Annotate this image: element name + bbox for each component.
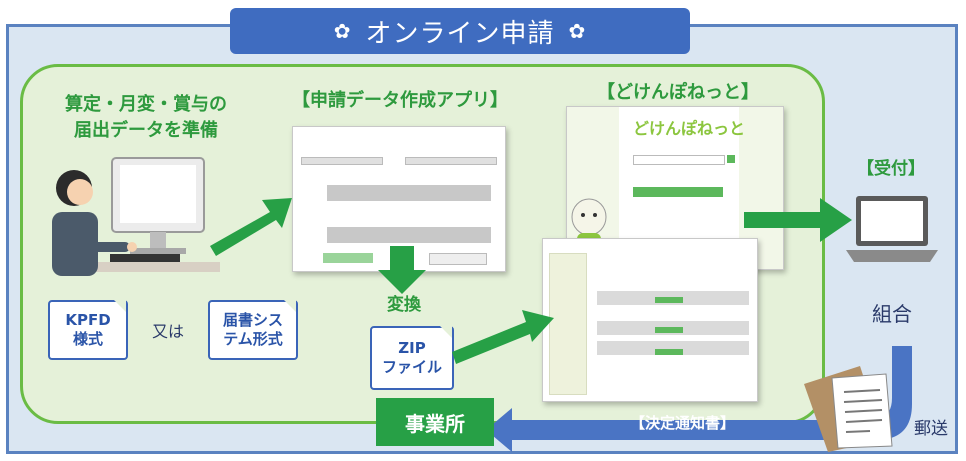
union-label: 組合 — [872, 302, 912, 326]
arrow-to-app — [210, 198, 292, 256]
or-label: 又は — [152, 322, 185, 341]
arrow-to-reception — [744, 198, 852, 242]
office-box: 事業所 — [376, 398, 494, 446]
flower-icon: ✿ — [333, 19, 352, 43]
app-dropzone — [327, 227, 491, 243]
dokenpo-logo: どけんぽねっと — [633, 119, 746, 138]
flower-icon: ✿ — [568, 19, 587, 43]
arrow-down-convert — [378, 246, 426, 294]
doc-fold-corner — [114, 300, 126, 312]
prep-title: 算定・月変・賞与の 届出データを準備 — [46, 92, 246, 144]
dokenpo-form-screenshot — [542, 238, 758, 402]
mail-label: 郵送 — [914, 419, 948, 439]
title-banner: ✿ オンライン申請 ✿ — [230, 8, 690, 54]
login-field-button — [727, 155, 735, 163]
envelope-icon — [804, 366, 893, 452]
doc-fold-corner — [284, 300, 296, 312]
laptop-icon — [846, 196, 938, 262]
login-button — [633, 187, 723, 197]
app-button — [429, 253, 487, 265]
arrow-to-dokenpo — [452, 310, 554, 364]
arrow-return-blue — [486, 346, 912, 452]
login-field — [633, 155, 725, 165]
form-sidebar — [549, 253, 587, 395]
prep-title-line2: 届出データを準備 — [74, 120, 218, 141]
zip-label-line2: ファイル — [381, 358, 442, 376]
form-button — [655, 349, 683, 355]
todokesho-system-doc: 届書システム形式 — [208, 300, 298, 360]
app-dropzone — [327, 185, 491, 201]
kpfd-label-line2: 様式 — [72, 330, 103, 348]
doc-fold-corner — [440, 326, 452, 338]
banner-title: オンライン申請 — [365, 18, 555, 49]
app-title: 【申請データ作成アプリ】 — [292, 90, 508, 111]
app-field — [301, 157, 383, 165]
zip-label-line1: ZIP — [398, 339, 426, 357]
decision-notice-label: 【決定通知書】 — [630, 414, 736, 432]
person-at-computer-illustration — [52, 157, 220, 276]
reception-title: 【受付】 — [857, 159, 925, 179]
conversion-label: 変換 — [387, 295, 421, 315]
sys-label-line2: テム形式 — [223, 330, 283, 348]
form-button — [655, 297, 683, 303]
prep-title-line1: 算定・月変・賞与の — [65, 94, 227, 115]
app-button — [323, 253, 373, 263]
sys-label-line1: 届書シス — [222, 311, 283, 329]
form-section — [597, 341, 749, 355]
app-screenshot — [292, 126, 506, 272]
form-button — [655, 327, 683, 333]
kpfd-label-line1: KPFD — [65, 311, 111, 329]
app-field — [405, 157, 497, 165]
dokenpo-title: 【どけんぽねっと】 — [597, 82, 759, 103]
